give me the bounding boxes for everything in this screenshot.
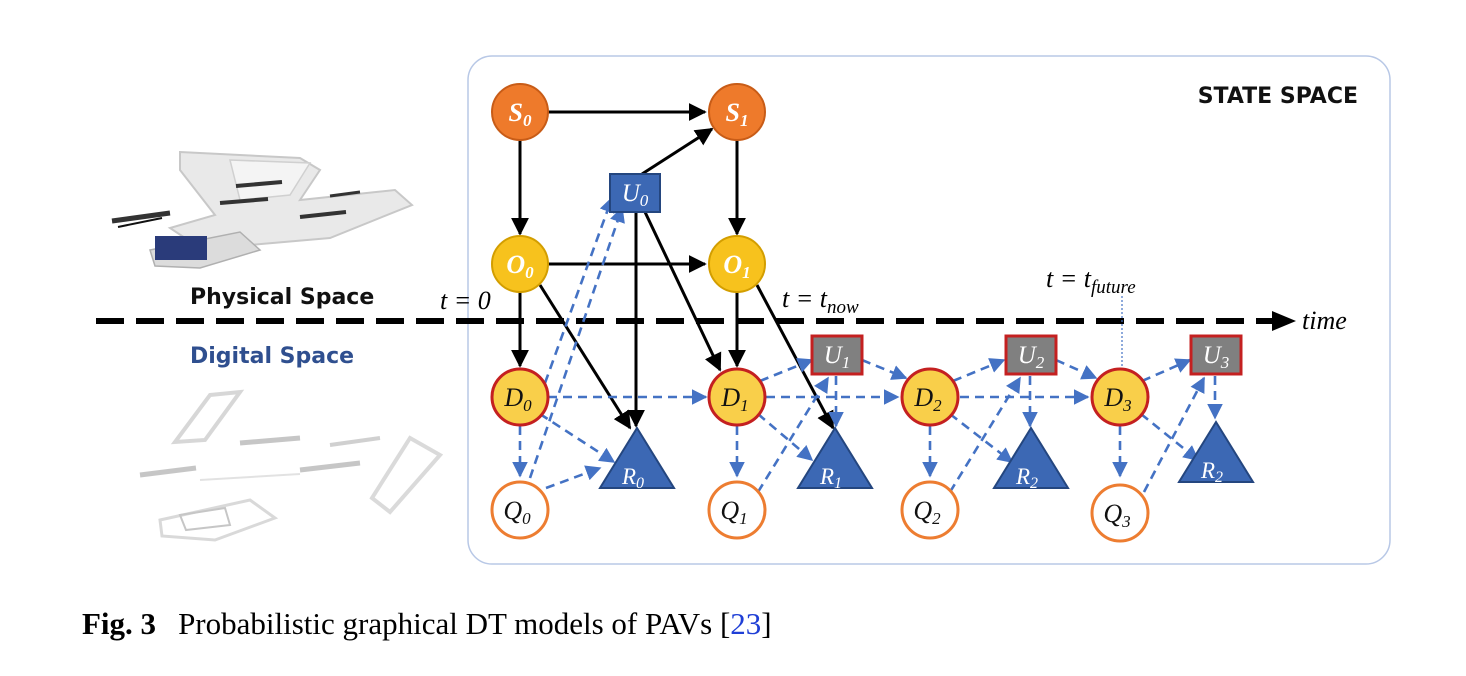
tfuture-label: t = tfuture: [1046, 264, 1136, 298]
svg-text:D1: D1: [720, 383, 748, 415]
node-R2b: R2: [1177, 420, 1255, 486]
state-space-label: STATE SPACE: [1198, 84, 1358, 109]
svg-text:R2: R2: [1200, 458, 1223, 486]
node-U3: U3: [1189, 334, 1243, 376]
node-U0: U0: [609, 173, 661, 213]
node-Q3: Q3: [1090, 483, 1150, 543]
svg-text:U0: U0: [622, 180, 649, 210]
physical-edges: [511, 103, 835, 430]
caption-text: Probabilistic graphical DT models of PAV…: [178, 606, 731, 641]
node-R2a: R2: [992, 426, 1070, 492]
svg-text:O1: O1: [723, 250, 750, 282]
physical-aircraft-illustration: [111, 150, 414, 269]
node-R1: R1: [796, 426, 874, 492]
node-O0: O0: [491, 235, 549, 293]
node-S0: S0: [491, 83, 549, 141]
state-space-frame: [467, 55, 1391, 565]
svg-text:D0: D0: [503, 383, 532, 415]
node-Q1: Q1: [707, 480, 767, 540]
node-D2: D2: [900, 367, 960, 427]
digital-space-label: Digital Space: [190, 344, 354, 369]
svg-text:U3: U3: [1203, 342, 1230, 372]
svg-text:Q1: Q1: [720, 496, 747, 528]
time-axis-arrowhead: [1272, 311, 1296, 331]
caption-close: ]: [761, 606, 772, 641]
node-Q2: Q2: [900, 480, 960, 540]
svg-text:Q2: Q2: [913, 496, 941, 528]
digital-aircraft-illustration: [139, 389, 444, 542]
node-U1: U1: [810, 334, 864, 376]
node-U2: U2: [1004, 334, 1058, 376]
svg-text:R2: R2: [1015, 464, 1038, 492]
svg-text:S0: S0: [509, 98, 532, 130]
svg-text:R1: R1: [819, 464, 842, 492]
node-D0: D0: [490, 367, 550, 427]
svg-text:Q3: Q3: [1103, 499, 1130, 531]
tnow-label: t = tnow: [782, 284, 859, 318]
figure-caption: Fig. 3 Probabilistic graphical DT models …: [82, 606, 772, 642]
citation-link[interactable]: 23: [730, 606, 762, 641]
node-D1: D1: [707, 367, 767, 427]
digital-edges: [512, 196, 1223, 493]
figure-label: Fig. 3: [82, 606, 157, 641]
svg-text:Q0: Q0: [503, 496, 531, 528]
svg-text:O0: O0: [506, 250, 534, 282]
svg-text:R0: R0: [621, 464, 644, 492]
svg-text:D2: D2: [913, 383, 942, 415]
node-Q0: Q0: [490, 480, 550, 540]
node-S1: S1: [708, 83, 766, 141]
svg-text:U1: U1: [824, 342, 851, 372]
time-label: time: [1302, 306, 1347, 335]
node-O1: O1: [708, 235, 766, 293]
svg-text:S1: S1: [726, 98, 749, 130]
node-D3: D3: [1090, 367, 1150, 427]
svg-text:D3: D3: [1103, 383, 1131, 415]
physical-space-label: Physical Space: [190, 285, 374, 310]
t0-label: t = 0: [440, 286, 491, 315]
node-R0: R0: [598, 426, 676, 492]
svg-text:U2: U2: [1018, 342, 1045, 372]
